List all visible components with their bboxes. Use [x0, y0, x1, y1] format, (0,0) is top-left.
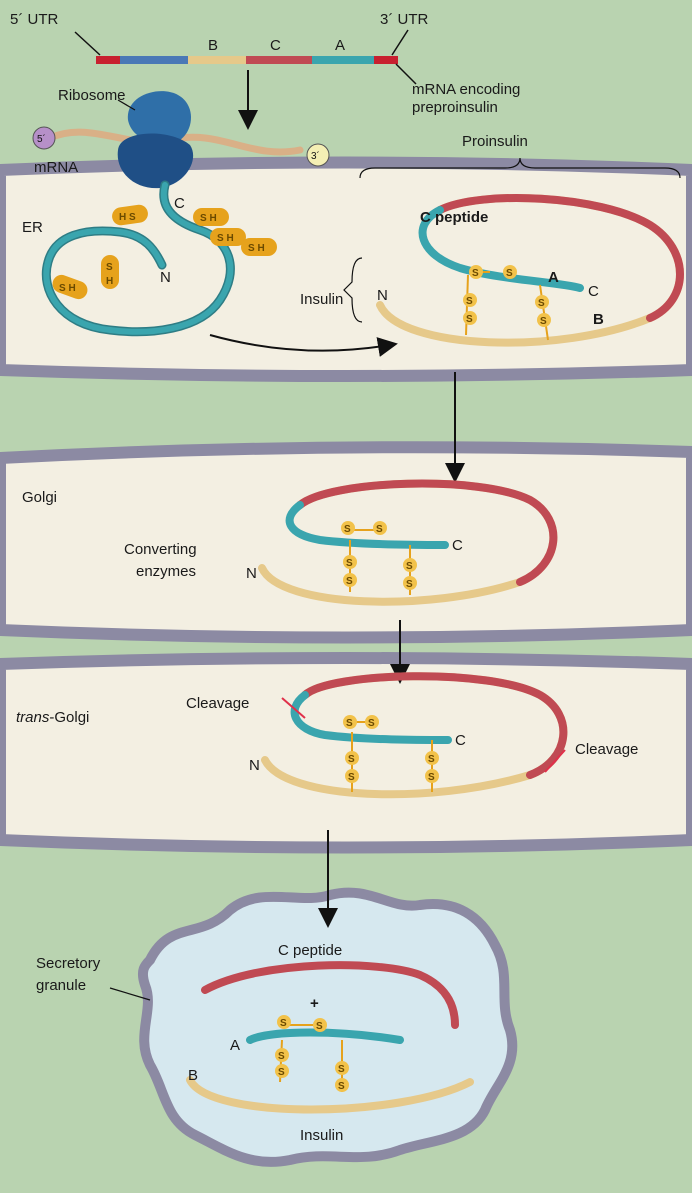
er-sh-text-2: S H: [217, 233, 234, 244]
proinsulin-s-3: S: [466, 296, 473, 307]
golgi-s-4: S: [346, 576, 353, 587]
granule-s-1: S: [280, 1018, 287, 1029]
er-sh-text-4: S H: [59, 283, 76, 294]
granule-s-6: S: [338, 1081, 345, 1092]
utr3-leader: [392, 30, 408, 55]
trans-c-label: C: [455, 732, 466, 749]
proinsulin-c-label: C: [588, 283, 599, 300]
utr5-label: 5´ UTR: [10, 11, 59, 28]
proinsulin-s-1: S: [472, 268, 479, 279]
golgi-s-5: S: [406, 561, 413, 572]
er-sh-vertical-s: S: [106, 262, 113, 273]
trans-s-3: S: [348, 754, 355, 765]
mrna-segment-c-label: C: [270, 37, 281, 54]
proinsulin-c-peptide-label: C peptide: [420, 209, 488, 226]
trans-golgi-label: trans-Golgi: [16, 709, 89, 726]
trans-s-4: S: [348, 772, 355, 783]
er-hs-text: H S: [119, 212, 136, 223]
proinsulin-a-label: A: [548, 269, 559, 286]
golgi-s-6: S: [406, 579, 413, 590]
proinsulin-label: Proinsulin: [462, 133, 528, 150]
granule-s-5: S: [338, 1064, 345, 1075]
er-label: ER: [22, 219, 43, 236]
golgi-c-label: C: [452, 537, 463, 554]
granule-insulin-label: Insulin: [300, 1127, 343, 1144]
trans-s-6: S: [428, 772, 435, 783]
golgi-s-2: S: [376, 524, 383, 535]
trans-s-1: S: [346, 718, 353, 729]
er-sh-text-3: S H: [248, 243, 265, 254]
granule-c-peptide-label: C peptide: [278, 942, 342, 959]
proinsulin-n-label: N: [377, 287, 388, 304]
granule-s-4: S: [278, 1067, 285, 1078]
trans-golgi-prefix: trans: [16, 709, 50, 726]
granule-label-line2: granule: [36, 977, 86, 994]
insulin-label-er: Insulin: [300, 291, 343, 308]
granule-label-line1: Secretory: [36, 955, 101, 972]
golgi-label: Golgi: [22, 489, 57, 506]
proinsulin-s-6: S: [540, 316, 547, 327]
mrna-caption-line2: preproinsulin: [412, 99, 498, 116]
golgi-s-1: S: [344, 524, 351, 535]
proinsulin-b-label: B: [593, 311, 604, 328]
mrna-label: mRNA: [34, 159, 78, 176]
granule-s-2: S: [316, 1021, 323, 1032]
granule-a-label: A: [230, 1037, 240, 1054]
er-sh-vertical-h: H: [106, 276, 113, 287]
converting-enzymes-line1: Converting: [124, 541, 197, 558]
cleavage-right-label: Cleavage: [575, 741, 638, 758]
er-chain-n-label: N: [160, 269, 171, 286]
mrna-caption-line1: mRNA encoding: [412, 81, 520, 98]
utr3-label: 3´ UTR: [380, 11, 429, 28]
granule-plus: +: [310, 995, 319, 1012]
mrna-5-cap-label: 5´: [37, 133, 46, 145]
trans-s-5: S: [428, 754, 435, 765]
golgi-s-3: S: [346, 558, 353, 569]
mrna-segment-b-label: B: [208, 37, 218, 54]
converting-enzymes-line2: enzymes: [136, 563, 196, 580]
trans-n-label: N: [249, 757, 260, 774]
trans-s-2: S: [368, 718, 375, 729]
granule-s-3: S: [278, 1051, 285, 1062]
proinsulin-s-5: S: [538, 298, 545, 309]
utr5-leader: [75, 32, 100, 55]
granule-b-label: B: [188, 1067, 198, 1084]
ribosome-label: Ribosome: [58, 87, 126, 104]
proinsulin-s-2: S: [506, 268, 513, 279]
mrna-strand: [96, 56, 398, 64]
cleavage-left-label: Cleavage: [186, 695, 249, 712]
er-sh-text-1: S H: [200, 213, 217, 224]
mrna-3-cap-label: 3´: [311, 150, 320, 162]
mrna-segment-a-label: A: [335, 37, 345, 54]
golgi-n-label: N: [246, 565, 257, 582]
trans-golgi-suffix: -Golgi: [49, 709, 89, 726]
proinsulin-s-4: S: [466, 314, 473, 325]
er-chain-c-label: C: [174, 195, 185, 212]
